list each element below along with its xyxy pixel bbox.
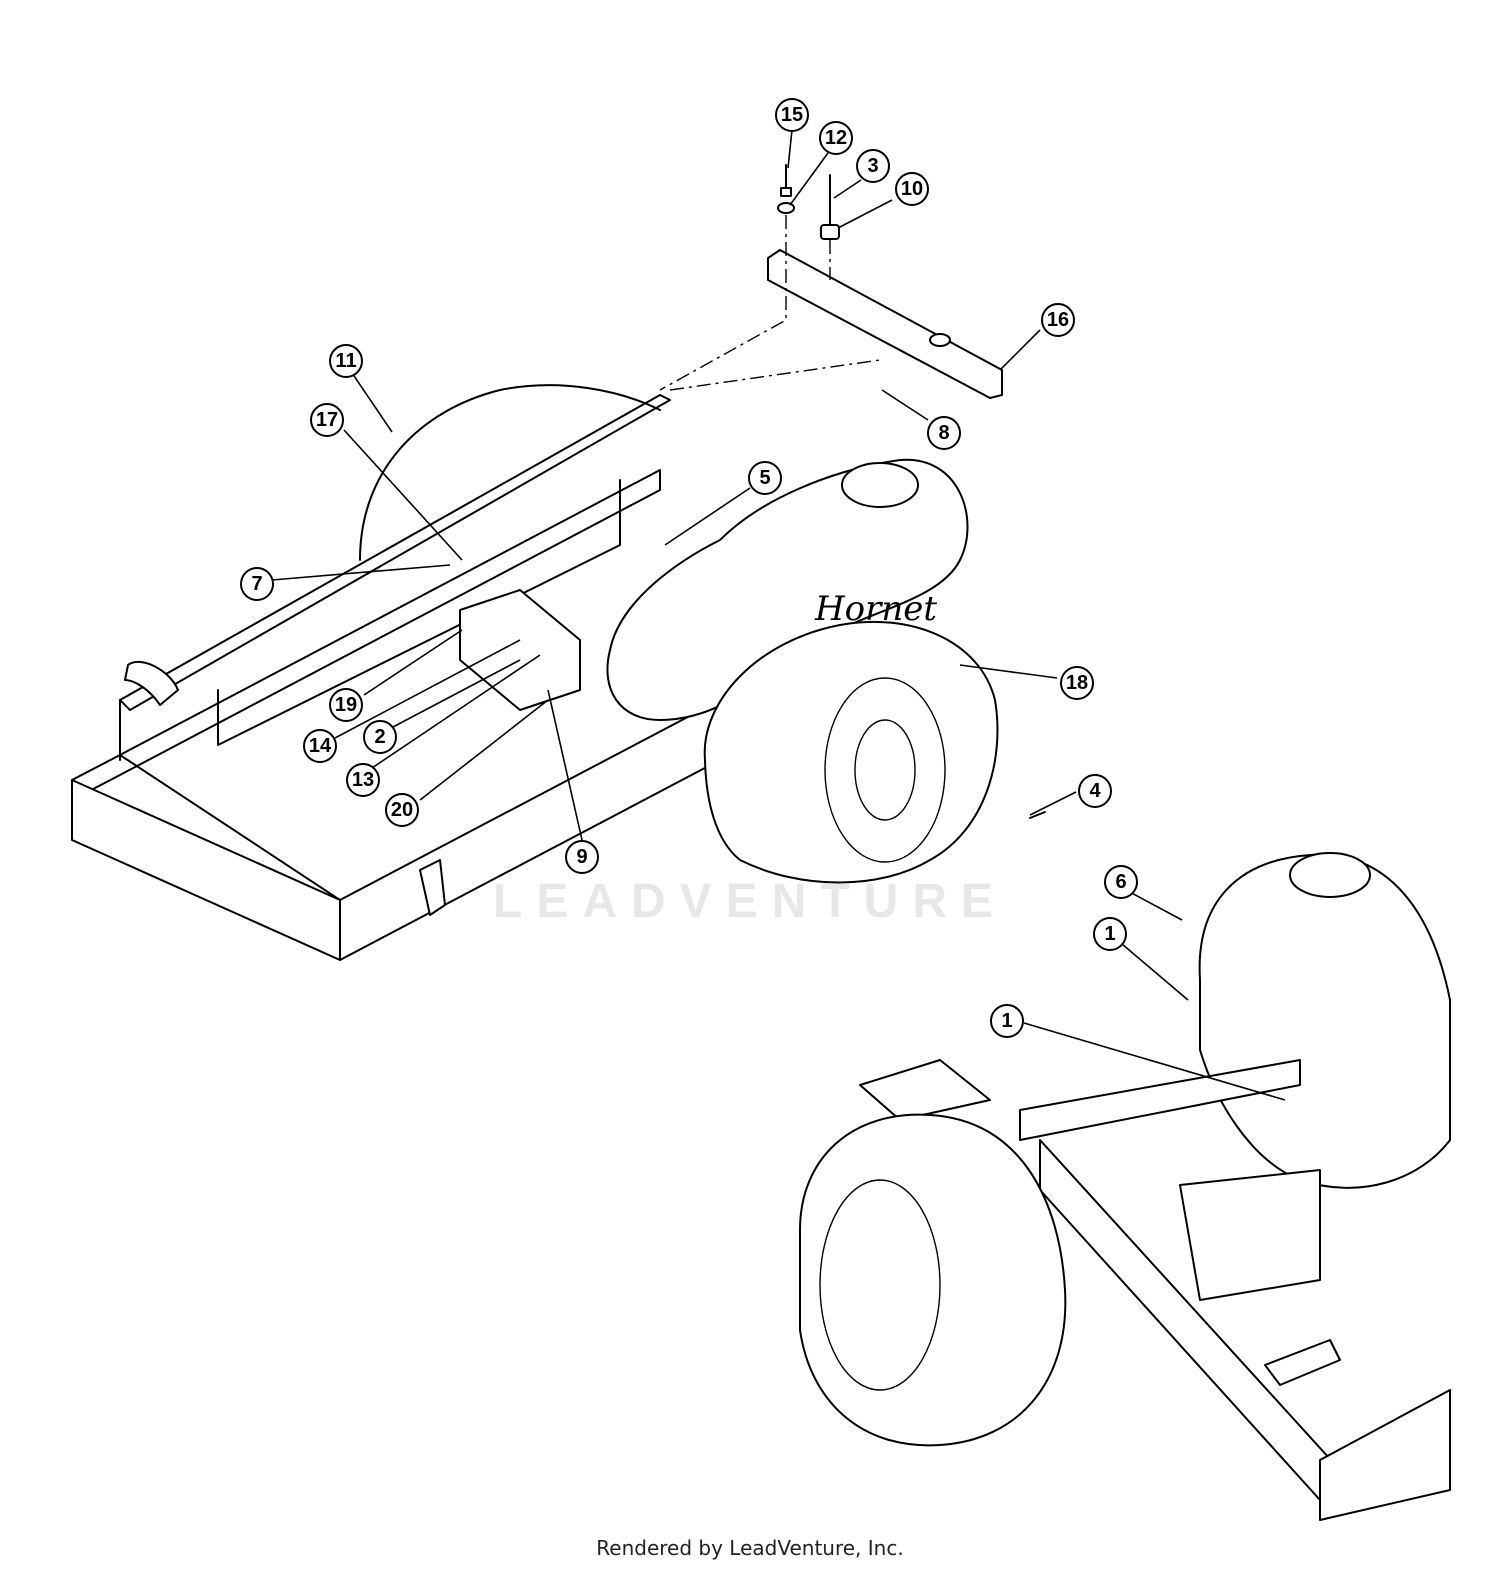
callout-1-upper: 1 xyxy=(1093,917,1127,951)
callout-11: 11 xyxy=(329,344,363,378)
lower-rear-tire xyxy=(799,1113,1067,1447)
callout-8: 8 xyxy=(927,416,961,450)
svg-text:15: 15 xyxy=(781,104,803,126)
svg-text:8: 8 xyxy=(938,422,949,444)
callout-15: 15 xyxy=(775,98,809,132)
callout-7: 7 xyxy=(240,567,274,601)
svg-text:18: 18 xyxy=(1066,672,1088,694)
lower-fuel-cap xyxy=(1289,852,1371,898)
svg-text:1: 1 xyxy=(1104,923,1115,945)
svg-text:4: 4 xyxy=(1089,780,1101,802)
lower-fuel-tank xyxy=(1198,853,1451,1189)
rear-crossmember xyxy=(767,249,1003,399)
svg-text:13: 13 xyxy=(352,769,374,791)
svg-text:2: 2 xyxy=(374,726,385,748)
callout-3: 3 xyxy=(856,149,890,183)
footer-credit: Rendered by LeadVenture, Inc. xyxy=(596,1536,904,1560)
callout-9: 9 xyxy=(565,840,599,874)
svg-text:1: 1 xyxy=(1001,1010,1012,1032)
svg-text:12: 12 xyxy=(825,127,847,149)
lower-lever xyxy=(1264,1339,1341,1386)
callout-16: 16 xyxy=(1041,303,1075,337)
svg-text:9: 9 xyxy=(576,846,587,868)
callout-4: 4 xyxy=(1078,774,1112,808)
mount-plate xyxy=(859,1059,991,1121)
callout-5: 5 xyxy=(748,461,782,495)
left-lever xyxy=(124,660,179,706)
parts-diagram: Hornet xyxy=(71,98,1451,1521)
svg-text:16: 16 xyxy=(1047,309,1069,331)
svg-text:11: 11 xyxy=(335,350,356,372)
front-lever xyxy=(419,859,446,916)
callout-17: 17 xyxy=(310,403,344,437)
lower-assembly xyxy=(799,852,1451,1521)
svg-text:3: 3 xyxy=(867,155,878,177)
callout-10: 10 xyxy=(895,172,929,206)
callout-13: 13 xyxy=(346,763,380,797)
svg-text:5: 5 xyxy=(759,467,770,489)
callout-19: 19 xyxy=(329,688,363,722)
fuel-cap xyxy=(841,462,919,508)
left-rear-tire xyxy=(359,384,661,561)
callout-2: 2 xyxy=(363,720,397,754)
svg-text:20: 20 xyxy=(391,799,413,821)
svg-text:6: 6 xyxy=(1115,871,1126,893)
callout-1-lower: 1 xyxy=(990,1004,1024,1038)
svg-text:14: 14 xyxy=(309,735,332,757)
battery xyxy=(459,589,581,711)
svg-text:17: 17 xyxy=(316,409,338,431)
right-rear-tire xyxy=(703,620,999,884)
upper-assembly: Hornet xyxy=(71,164,1046,961)
svg-text:7: 7 xyxy=(251,573,262,595)
front-crossbar xyxy=(71,779,341,961)
fuel-tank xyxy=(606,458,969,721)
svg-text:19: 19 xyxy=(335,694,357,716)
svg-text:10: 10 xyxy=(901,178,923,200)
rim xyxy=(824,677,946,863)
callout-18: 18 xyxy=(1060,666,1094,700)
watermark: LEADVENTURE xyxy=(492,875,1008,928)
lower-deck xyxy=(1319,1389,1451,1521)
lower-battery xyxy=(1179,1169,1321,1301)
callout-14: 14 xyxy=(303,729,337,763)
callout-12: 12 xyxy=(819,121,853,155)
callout-6: 6 xyxy=(1104,865,1138,899)
leader-lines xyxy=(271,129,1286,1101)
callout-20: 20 xyxy=(385,793,419,827)
